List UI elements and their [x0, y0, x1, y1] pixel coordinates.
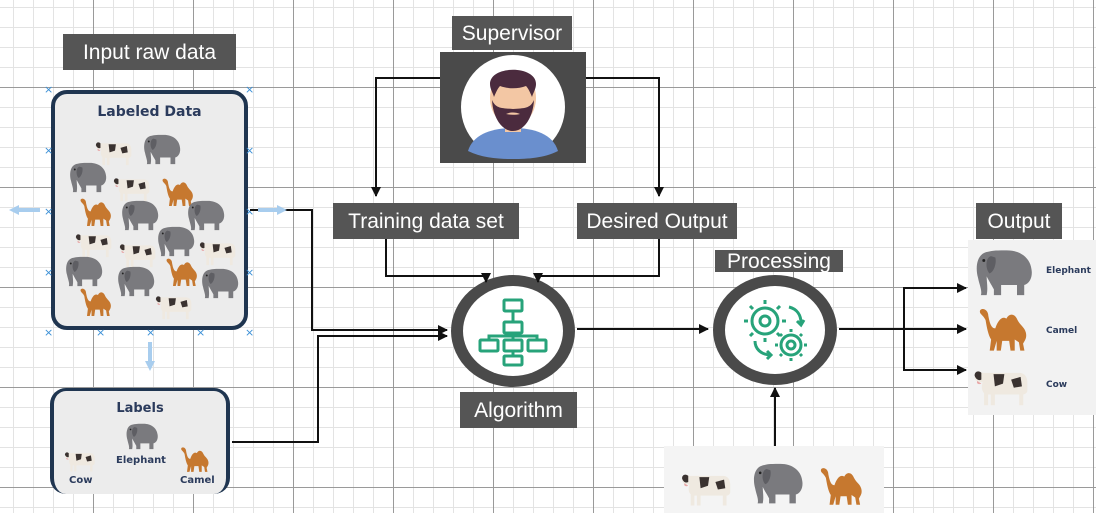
selection-handle[interactable]: × [196, 326, 206, 339]
cow-icon [199, 236, 239, 267]
selection-handle[interactable]: × [44, 144, 54, 157]
label-camel: Camel [180, 475, 215, 486]
cow-icon [155, 290, 195, 321]
output-cow-text: Cow [1046, 380, 1068, 390]
person-beard-icon [461, 55, 565, 159]
selection-handle[interactable]: × [245, 205, 255, 218]
desired-output-label: Desired Output [577, 203, 737, 239]
selection-handle[interactable]: × [245, 83, 255, 96]
elephant-icon [750, 460, 806, 506]
supervisor-image [440, 52, 586, 163]
selection-handle[interactable]: × [44, 266, 54, 279]
selection-handle[interactable]: × [96, 326, 106, 339]
output-elephant-text: Elephant [1046, 266, 1091, 276]
labeled-data-card[interactable]: Labeled Data [51, 90, 248, 330]
camel-icon [77, 194, 117, 227]
camel-icon [974, 302, 1036, 352]
selection-handle[interactable]: × [44, 83, 54, 96]
selection-handle[interactable]: × [245, 144, 255, 157]
elephant-icon [63, 254, 105, 288]
labels-card[interactable]: Labels Cow Elephant Camel [50, 388, 230, 494]
selection-handle[interactable]: × [146, 326, 156, 339]
camel-icon [163, 254, 203, 287]
labeled-data-title: Labeled Data [97, 104, 202, 120]
elephant-icon [972, 246, 1036, 298]
elephant-icon [124, 421, 160, 451]
cow-icon [680, 466, 736, 508]
elephant-icon [199, 266, 241, 300]
training-data-set-label: Training data set [333, 203, 519, 239]
input-raw-data-label: Input raw data [63, 34, 236, 70]
processing-label: Processing [715, 250, 843, 272]
output-camel-text: Camel [1046, 326, 1078, 336]
algorithm-node[interactable] [451, 275, 575, 387]
elephant-icon [141, 132, 183, 166]
selection-handle[interactable]: × [44, 205, 54, 218]
processing-node[interactable] [713, 275, 837, 385]
flowchart-icon [478, 298, 548, 367]
cow-icon [64, 447, 98, 473]
camel-icon [816, 462, 870, 506]
camel-icon [77, 284, 117, 317]
camel-icon [178, 443, 214, 473]
label-elephant: Elephant [116, 455, 166, 466]
labels-card-title: Labels [116, 401, 164, 416]
selection-handle[interactable]: × [44, 326, 54, 339]
selection-handle[interactable]: × [245, 326, 255, 339]
elephant-icon [115, 264, 157, 298]
selection-handle[interactable]: × [245, 266, 255, 279]
label-cow: Cow [69, 475, 93, 486]
output-label: Output [976, 203, 1062, 239]
new-input-panel [664, 446, 884, 513]
algorithm-label: Algorithm [460, 392, 577, 428]
elephant-icon [155, 224, 197, 258]
gears-icon [744, 300, 807, 361]
cow-icon [972, 362, 1034, 408]
output-panel: Elephant Camel Cow [968, 240, 1096, 415]
supervisor-label: Supervisor [452, 16, 572, 50]
elephant-icon [67, 160, 109, 194]
